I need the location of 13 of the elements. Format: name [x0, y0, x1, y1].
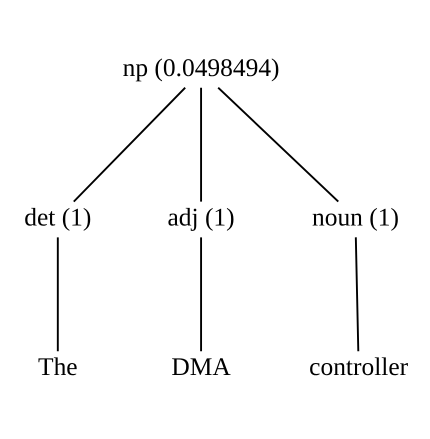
connector: [56, 237, 59, 352]
node-text: np (0.0498494): [122, 52, 280, 82]
node-text: controller: [309, 352, 408, 382]
node-text: adj (1): [168, 202, 235, 232]
connector: [218, 87, 339, 202]
connector: [354, 237, 360, 352]
node-text: noun (1): [312, 202, 399, 232]
connector: [200, 88, 202, 202]
node-text: DMA: [171, 352, 231, 382]
connector: [73, 87, 186, 202]
node-text: The: [38, 352, 78, 382]
connector: [200, 237, 202, 352]
node-text: det (1): [24, 202, 92, 232]
